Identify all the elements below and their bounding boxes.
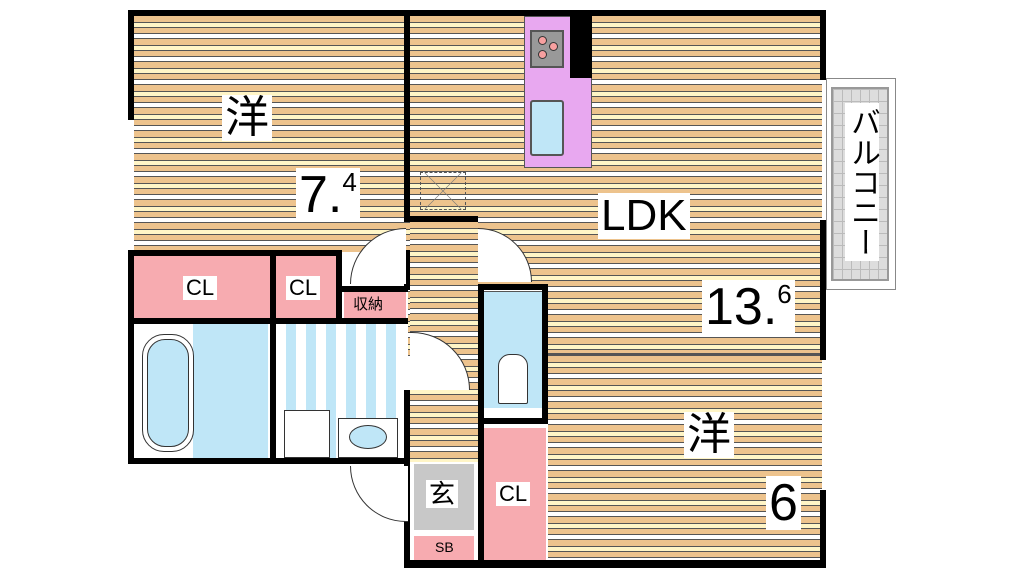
western-room-2-label: 洋 (684, 412, 734, 458)
toilet-icon (498, 354, 528, 404)
shoe-box-label: SB (435, 539, 454, 555)
washbasin-icon (338, 418, 398, 458)
wall (128, 10, 134, 120)
western-room-2-size: 6 (766, 476, 801, 530)
wall (336, 286, 408, 292)
wall (128, 458, 410, 464)
closet-3-label: CL (496, 482, 531, 506)
entrance-door[interactable] (350, 466, 408, 522)
wall (820, 220, 826, 360)
balcony-label: バルコニー (845, 103, 879, 261)
size-decimal: 6 (777, 279, 792, 309)
ldk-label: LDK (598, 193, 690, 239)
wall (128, 318, 408, 324)
western-room-1-label: 洋 (222, 95, 272, 141)
shoe-box (414, 536, 474, 560)
wall (820, 490, 826, 568)
wall (542, 284, 548, 424)
washing-machine-icon (284, 410, 330, 458)
entrance-label: 玄 (426, 480, 459, 508)
wall (820, 10, 826, 80)
size-main: 13. (705, 278, 778, 336)
bathtub-icon (142, 334, 194, 452)
sink-icon (530, 100, 564, 156)
wall (128, 10, 826, 16)
wall (478, 284, 484, 566)
wall (336, 250, 342, 320)
wall (270, 250, 276, 464)
kitchen-column (570, 16, 592, 78)
stove-icon (530, 30, 564, 68)
closet-1-label: CL (183, 276, 218, 300)
wall (404, 560, 826, 568)
wall (478, 418, 548, 424)
wall (404, 216, 478, 222)
storage-hatch-icon (420, 172, 466, 210)
wall (404, 250, 410, 290)
ldk-size: 13.6 (702, 280, 795, 334)
wall (128, 250, 134, 464)
partition-line (548, 353, 820, 356)
western-room-1-size: 7.4 (296, 168, 360, 222)
wall (478, 284, 548, 290)
storage (344, 292, 406, 318)
balcony: バルコニー (826, 78, 896, 290)
size-main: 7. (299, 166, 343, 224)
size-decimal: 4 (342, 167, 357, 197)
storage-label: 収納 (353, 296, 384, 313)
closet-2-label: CL (286, 276, 321, 300)
wall (128, 250, 340, 256)
wall (404, 10, 410, 220)
